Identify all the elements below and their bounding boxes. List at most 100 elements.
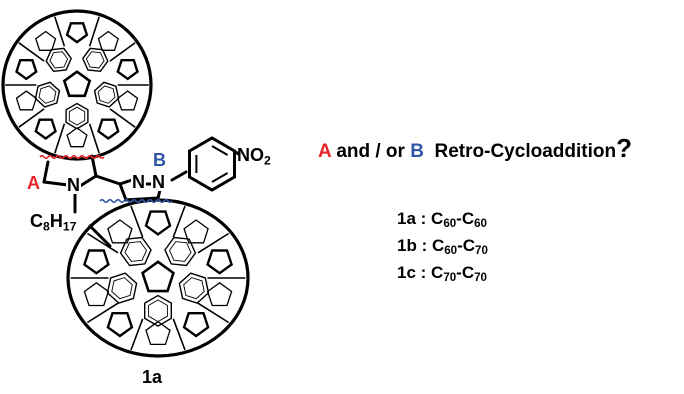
phenyl-double-bond xyxy=(211,172,229,183)
compound-row-1b: 1b : C60-C70 xyxy=(397,235,488,257)
question-mark: ? xyxy=(616,133,632,163)
linker-bond xyxy=(170,170,188,182)
linker-bond xyxy=(156,188,162,200)
cage-2: C xyxy=(461,209,475,228)
nitro-bond xyxy=(233,149,241,157)
bottom-cage-hexagon-inner xyxy=(168,241,192,262)
bottom-cage-hexagon-inner xyxy=(124,241,148,262)
bottom-cage-hexagon xyxy=(119,236,152,267)
bottom-cage-outer-pentagon xyxy=(106,312,134,338)
top-cage-outer-pentagon xyxy=(117,90,139,111)
bottom-cage-hexagon-inner xyxy=(148,299,168,323)
linker-bond xyxy=(118,182,128,202)
bottom-cage-outer-pentagon xyxy=(144,210,172,236)
top-cage-outer-pentagon xyxy=(15,59,38,81)
top-cage-spoke xyxy=(109,108,136,128)
octyl-h-sub: 17 xyxy=(62,219,77,234)
top-cage-outer-pentagon xyxy=(35,30,57,51)
bond-a-wavy-line xyxy=(39,154,105,160)
top-cage-hexagon-inner xyxy=(38,85,57,104)
bond-a-label: A xyxy=(27,173,40,193)
cage-1: C xyxy=(431,209,444,228)
phenyl-double-bond xyxy=(211,145,229,156)
linker-bond xyxy=(88,224,112,248)
linker-bond xyxy=(94,174,122,186)
linker-bonds xyxy=(42,136,241,248)
bottom-cage-hexagon-inner xyxy=(183,277,205,300)
compound-sep: : xyxy=(415,263,432,282)
top-cage-hexagon xyxy=(81,47,109,73)
bottom-cage-spoke xyxy=(86,232,119,254)
fullerene-bottom xyxy=(66,198,250,358)
question-connector: and / or xyxy=(336,141,405,162)
bottom-cage-hexagon xyxy=(143,294,173,327)
top-cage-spoke xyxy=(18,108,45,128)
bottom-cage-spoke xyxy=(172,318,186,351)
bottom-cage-outer-pentagon xyxy=(182,312,210,338)
compound-row-1a: 1a : C60-C60 xyxy=(397,208,487,230)
top-cage-outer-pentagon xyxy=(97,118,120,140)
compound-id: 1c xyxy=(397,263,416,282)
linker-bond xyxy=(118,178,134,186)
cage-2-size: 70 xyxy=(475,245,488,258)
top-cage-spoke xyxy=(54,16,66,47)
pyrazoline-nitrogen-1: N xyxy=(131,172,146,192)
pyrazoline-nitrogen-2: N xyxy=(151,172,166,192)
compound-dash: - xyxy=(456,263,462,282)
octyl-c-sub: 8 xyxy=(43,219,50,234)
bottom-cage-spoke xyxy=(130,318,144,351)
question-bond-a: A xyxy=(318,141,332,162)
top-cage-spoke xyxy=(88,16,100,47)
compound-sep: : xyxy=(415,209,432,228)
bottom-cage-outer-pentagon xyxy=(206,249,234,275)
bottom-cage-outer-pentagon xyxy=(183,219,209,244)
top-cage-hexagon xyxy=(93,81,120,108)
bottom-cage-spoke xyxy=(197,302,230,324)
top-cage-hexagon-inner xyxy=(49,51,69,69)
linker-bond xyxy=(42,160,50,184)
nitro-group: NO2 xyxy=(237,145,271,168)
compound-dash: - xyxy=(456,209,462,228)
linker-bond xyxy=(90,154,98,178)
compound-row-1c: 1c : C70-C70 xyxy=(397,262,487,284)
nitro-main: NO xyxy=(237,145,264,165)
bottom-cage-spoke xyxy=(130,205,144,238)
top-cage-hexagon-inner xyxy=(97,85,116,104)
bottom-cage-outer-pentagon xyxy=(82,249,110,275)
top-cage-hexagon xyxy=(45,47,73,73)
top-cage-hexagon-inner xyxy=(85,51,105,69)
bottom-cage-hexagon xyxy=(164,236,197,267)
bottom-cage-spoke xyxy=(172,205,186,238)
bottom-cage-outer-pentagon xyxy=(83,281,110,307)
bottom-cage-hexagon-inner xyxy=(111,277,133,300)
cage-1: C xyxy=(431,236,445,255)
top-cage-outer-pentagon xyxy=(97,30,119,51)
cage-1-size: 60 xyxy=(443,218,457,231)
bottom-cage-pentagon xyxy=(141,260,175,293)
top-cage-outer-pentagon xyxy=(34,118,57,140)
cage-1-size: 70 xyxy=(443,272,457,285)
octyl-group: C8H17 xyxy=(30,211,77,234)
top-cage-spoke xyxy=(109,42,136,62)
compound-sep: : xyxy=(416,236,432,255)
cage-2-size: 70 xyxy=(474,272,487,285)
top-cage-spoke xyxy=(88,123,100,154)
question-bond-b: B xyxy=(410,141,424,162)
top-cage-outer-pentagon xyxy=(116,59,139,81)
fullerene-top xyxy=(1,9,153,161)
bottom-cage-spoke xyxy=(197,232,230,254)
nitro-sub: 2 xyxy=(264,153,271,168)
cage-1-size: 60 xyxy=(444,245,458,258)
cage-2: C xyxy=(462,236,476,255)
compound-dash: - xyxy=(457,236,463,255)
compound-id: 1b xyxy=(397,236,417,255)
question-line: A and / or B Retro-Cycloaddition? xyxy=(318,133,632,164)
bottom-cage-outer-pentagon xyxy=(206,281,233,307)
cage-2-size: 60 xyxy=(474,218,487,231)
top-cage-hexagon xyxy=(34,81,61,108)
linker-bond xyxy=(42,180,70,187)
top-cage-pentagon xyxy=(62,70,92,98)
bottom-cage-hexagon xyxy=(178,272,210,304)
cage-2: C xyxy=(461,263,475,282)
top-cage-hexagon-inner xyxy=(68,106,86,126)
